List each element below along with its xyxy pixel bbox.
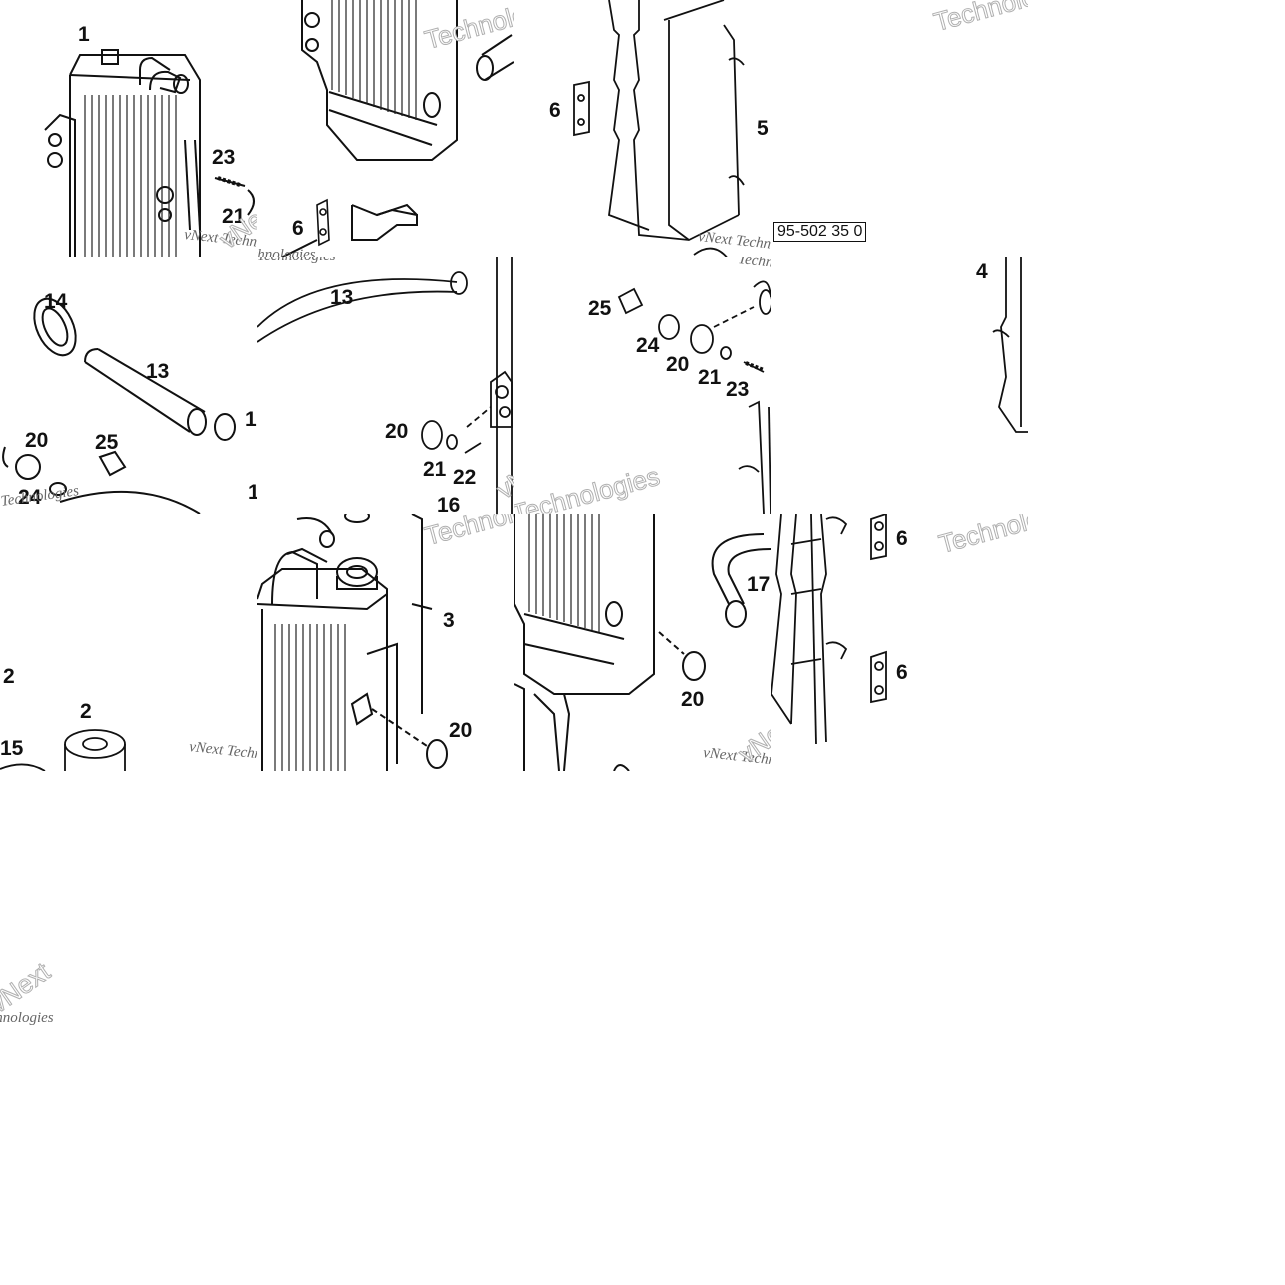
callout-13: 13 — [330, 286, 354, 309]
fasteners-drawing — [617, 280, 771, 514]
radiator-bottom-drawing — [280, 0, 514, 257]
diagram-tile-bracket-hose: 13 20 21 22 16 Technologies vNext — [257, 257, 514, 514]
callout-5: 5 — [757, 117, 769, 140]
callout-1: 1 — [248, 481, 257, 504]
watermark-brand: vNext — [0, 956, 56, 1020]
shroud-edge-drawing — [771, 514, 887, 745]
callout-2: 2 — [3, 665, 15, 688]
diagram-tile-reference: 95-502 35 0 Technologies — [771, 0, 1028, 257]
lower-hose-drawing — [514, 514, 771, 771]
callout-24: 24 — [18, 486, 42, 509]
diagram-tile-watermark: vNext Technologies — [0, 771, 257, 1028]
diagram-tile-fasteners: 25 24 20 21 23 Technologies Technologies — [514, 257, 771, 514]
callout-1: 1 — [78, 23, 90, 46]
callout-6: 6 — [896, 527, 908, 550]
watermark-text: Technologies — [257, 247, 316, 258]
callout-23: 23 — [726, 378, 750, 401]
callout-25: 25 — [588, 297, 612, 320]
cap-drawing — [0, 729, 126, 771]
callout-25: 25 — [95, 431, 119, 454]
callout-14: 14 — [44, 290, 68, 313]
callout-20: 20 — [25, 429, 49, 452]
diagram-tile-lower-hose: 17 20 vNext Technologies vNext — [514, 514, 771, 771]
callout-21: 21 — [698, 366, 722, 389]
callout-22: 22 — [453, 466, 477, 489]
diagram-tile-radiator-right: 3 20 Technologies — [257, 514, 514, 771]
callout-20: 20 — [449, 719, 473, 742]
reference-code-box: 95-502 35 0 — [773, 222, 867, 242]
diagram-tile-cap: 2 2 15 vNext Technologies — [0, 514, 257, 771]
callout-15: 15 — [0, 737, 24, 760]
callout-17: 17 — [747, 573, 771, 596]
side-panel-drawing — [992, 257, 1028, 433]
callout-6: 6 — [549, 99, 561, 122]
diagram-tile-radiator-bottom: 6 Technologies Technologies — [257, 0, 514, 257]
callout-21: 21 — [423, 458, 447, 481]
callout-20: 20 — [681, 688, 705, 711]
diagram-tile-shroud-edge: 6 6 Technologies — [771, 514, 1028, 771]
watermark-text: Technologies — [257, 257, 336, 264]
diagram-tile-hose-set: 14 13 1 20 25 24 1 Technologies — [0, 257, 257, 514]
hose-drawing — [2, 297, 236, 514]
radiator-drawing — [44, 49, 255, 257]
watermark-text: Technologies — [0, 1010, 54, 1026]
callout-2: 2 — [80, 700, 92, 723]
callout-13: 13 — [146, 360, 170, 383]
callout-1: 1 — [245, 408, 257, 431]
shroud-drawing — [573, 0, 745, 257]
callout-16: 16 — [437, 494, 461, 514]
diagram-tile-shroud: 6 5 vNext Technologies — [514, 0, 771, 257]
diagram-tile-side-panel: 4 — [771, 257, 1028, 514]
callout-24: 24 — [636, 334, 660, 357]
callout-23: 23 — [212, 146, 236, 169]
callout-20: 20 — [666, 353, 690, 376]
bracket-hose-drawing — [257, 257, 513, 514]
callout-4: 4 — [976, 260, 988, 283]
callout-6: 6 — [896, 661, 908, 684]
watermark-word: Technologies — [930, 0, 1028, 38]
callout-3: 3 — [443, 609, 455, 632]
diagram-tile-radiator-top-left: 1 23 21 vNext Technologies vNext — [0, 0, 257, 257]
callout-20: 20 — [385, 420, 409, 443]
callout-6: 6 — [292, 217, 304, 240]
radiator-right-drawing — [257, 514, 448, 771]
callout-21: 21 — [222, 205, 246, 228]
